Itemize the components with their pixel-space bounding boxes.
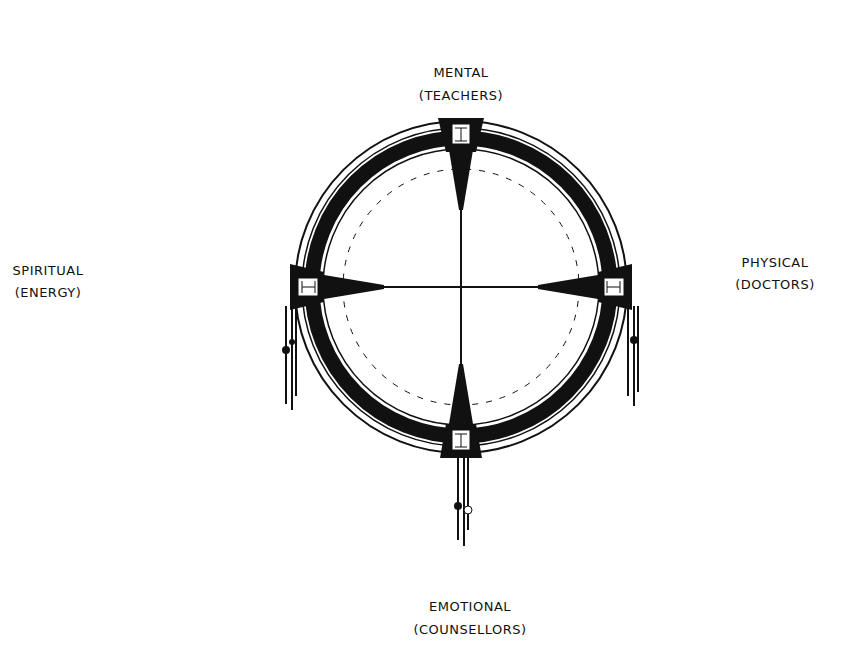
direction-markers: [290, 118, 632, 458]
beads: [282, 336, 638, 510]
direction-label: (DOCTORS): [735, 277, 814, 292]
direction-label: EMOTIONAL: [429, 599, 511, 614]
feathers: [286, 306, 638, 546]
cross-lines: [324, 150, 598, 424]
black-band: [312, 138, 610, 436]
direction-label: (TEACHERS): [419, 88, 503, 103]
tapers: [324, 150, 598, 424]
outer-ring: [302, 128, 620, 446]
direction-label: (ENERGY): [15, 285, 82, 300]
inner-ring: [323, 149, 599, 425]
direction-label: SPIRITUAL: [13, 263, 84, 278]
bead: [464, 506, 472, 514]
direction-label: MENTAL: [433, 65, 488, 80]
direction-label: (COUNSELLORS): [413, 622, 526, 637]
direction-label: PHYSICAL: [742, 255, 809, 270]
outer-ring: [295, 121, 627, 453]
